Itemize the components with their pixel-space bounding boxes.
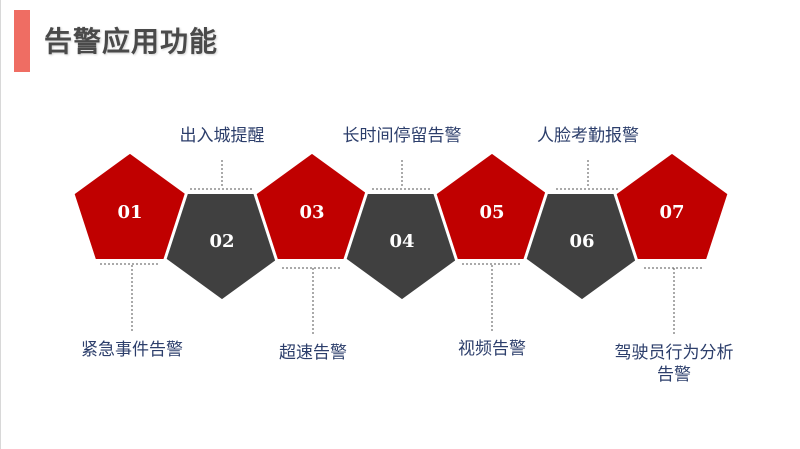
step-number: 04 <box>389 231 414 252</box>
step-item-02: 02 出入城提醒 <box>163 126 281 303</box>
title-accent-bar <box>14 10 30 72</box>
page-title: 告警应用功能 <box>44 25 219 58</box>
left-border-line <box>0 0 1 449</box>
step-item-05: 05 视频告警 <box>433 150 551 359</box>
step-label: 紧急事件告警 <box>81 340 183 360</box>
red-pentagon <box>253 150 371 262</box>
dark-pentagon <box>163 191 281 303</box>
red-pentagon <box>613 150 731 262</box>
red-pentagon <box>71 150 189 262</box>
step-number: 02 <box>209 231 234 252</box>
step-item-06: 06 人脸考勤报警 <box>523 126 641 303</box>
step-label: 超速告警 <box>279 343 347 363</box>
step-label: 告警 <box>657 365 691 385</box>
dark-pentagon <box>523 191 641 303</box>
step-label: 出入城提醒 <box>180 126 265 146</box>
step-label: 视频告警 <box>458 339 526 359</box>
step-item-04: 04 长时间停留告警 <box>343 126 462 303</box>
red-pentagon <box>433 150 551 262</box>
step-item-03: 03 超速告警 <box>253 150 371 363</box>
step-number: 01 <box>117 202 142 223</box>
step-item-01: 01 紧急事件告警 <box>71 150 189 360</box>
step-label: 人脸考勤报警 <box>537 126 639 146</box>
step-label: 驾驶员行为分析 <box>615 343 734 363</box>
step-number: 06 <box>569 231 594 252</box>
step-number: 03 <box>299 202 324 223</box>
dark-pentagon <box>343 191 461 303</box>
step-label: 长时间停留告警 <box>343 126 462 146</box>
step-number: 07 <box>659 202 684 223</box>
step-number: 05 <box>479 202 504 223</box>
